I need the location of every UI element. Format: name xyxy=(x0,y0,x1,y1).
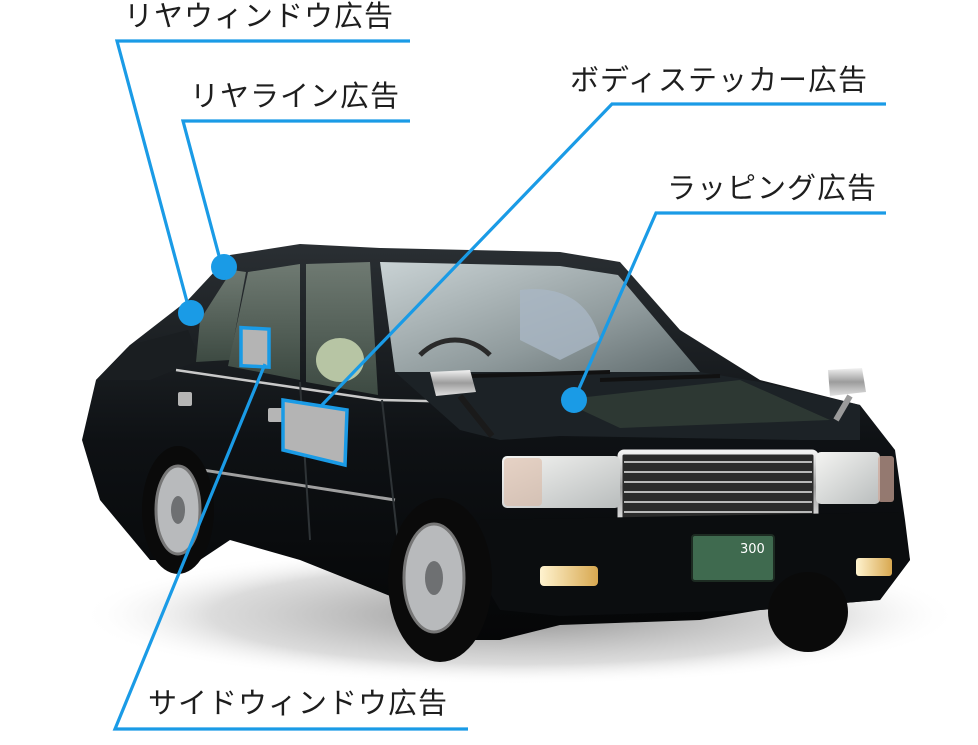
license-plate xyxy=(691,534,775,582)
license-plate-number: 300 xyxy=(740,542,765,557)
rear-wheel xyxy=(142,446,214,574)
label-side-window-ad: サイドウィンドウ広告 xyxy=(148,686,449,720)
callout-line-side-window xyxy=(112,363,468,731)
front-wheel xyxy=(388,498,492,662)
callout-dot-wrapping xyxy=(561,387,587,413)
label-rear-window-ad: リヤウィンドウ広告 xyxy=(124,0,395,33)
callout-line-wrapping xyxy=(572,211,886,401)
body-sticker-ad-panel xyxy=(281,397,349,468)
callout-line-rear-window xyxy=(114,39,410,314)
callout-line-rear-line xyxy=(180,119,410,268)
callout-dot-rear-line xyxy=(211,254,237,280)
label-rear-line-ad: リヤライン広告 xyxy=(190,79,401,113)
callout-line-body-sticker xyxy=(320,102,886,407)
label-body-sticker-ad: ボディステッカー広告 xyxy=(570,63,868,97)
side-window-ad-panel xyxy=(239,325,271,369)
callout-dot-rear-window xyxy=(178,300,204,326)
label-wrapping-ad: ラッピング広告 xyxy=(667,171,878,205)
